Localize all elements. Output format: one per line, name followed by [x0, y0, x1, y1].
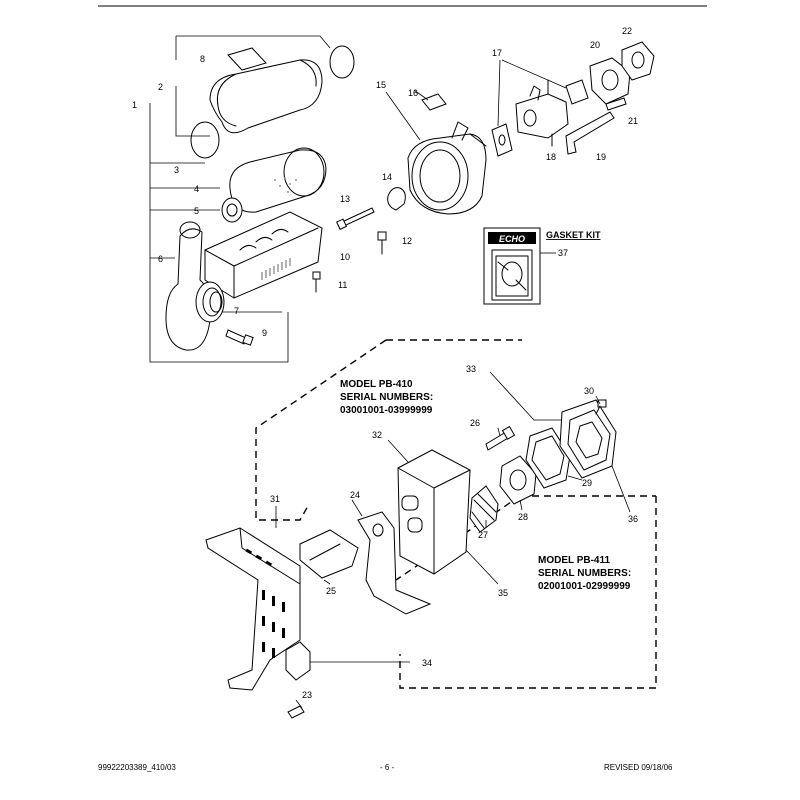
part-6-intake-elbow — [165, 221, 211, 351]
callout-31: 31 — [270, 494, 280, 504]
part-2-clamp-ring-top — [329, 45, 355, 79]
callout-21: 21 — [628, 116, 638, 126]
leaders-lower — [275, 371, 631, 585]
part-4-filter-element — [229, 147, 327, 213]
callout-18: 18 — [546, 152, 556, 162]
leader-15-16 — [385, 89, 429, 141]
callout-20: 20 — [590, 40, 600, 50]
part-11-screw — [312, 271, 321, 293]
callout-5: 5 — [194, 206, 199, 216]
part-31-heat-shield — [205, 527, 301, 691]
callout-26: 26 — [470, 418, 480, 428]
callout-17: 17 — [492, 48, 502, 58]
model-pb410-serial-label: SERIAL NUMBERS: — [340, 392, 433, 403]
callout-19: 19 — [596, 152, 606, 162]
callout-14: 14 — [382, 172, 392, 182]
gasket-kit-label: GASKET KIT — [546, 230, 601, 240]
callout-1: 1 — [132, 100, 137, 110]
part-36-plate — [559, 399, 617, 479]
callout-33: 33 — [466, 364, 476, 374]
part-26-bolt — [485, 425, 516, 451]
model-pb411-serial-range: 02001001-02999999 — [538, 581, 631, 592]
callout-16: 16 — [408, 88, 418, 98]
part-17-gasket-left — [491, 123, 513, 157]
part-12-screw — [377, 231, 387, 255]
model-pb411-title: MODEL PB-411 — [538, 555, 610, 566]
part-34-bracket — [285, 641, 311, 681]
part-15-shroud — [407, 121, 487, 215]
callout-29: 29 — [582, 478, 592, 488]
part-27-screen — [469, 485, 499, 533]
part-17-gasket-right — [565, 79, 589, 105]
callout-28: 28 — [518, 512, 528, 522]
part-19-pipe — [565, 111, 615, 155]
callout-30: 30 — [584, 386, 594, 396]
part-28-cap — [499, 455, 537, 505]
callout-7: 7 — [234, 306, 239, 316]
part-14-clamp — [387, 187, 406, 211]
callout-37: 37 — [558, 248, 568, 258]
callout-13: 13 — [340, 194, 350, 204]
bracket-lines-air-filter — [149, 35, 331, 363]
part-10-filter-case — [204, 211, 323, 299]
gasket-kit-box: ECHO — [483, 227, 541, 305]
callout-34: 34 — [422, 658, 432, 668]
callout-9: 9 — [262, 328, 267, 338]
callout-15: 15 — [376, 80, 386, 90]
part-2-filter-cover — [209, 59, 323, 134]
callout-25: 25 — [326, 586, 336, 596]
part-30-screw — [595, 399, 607, 415]
model-pb410-title: MODEL PB-410 — [340, 379, 413, 390]
callout-36: 36 — [628, 514, 638, 524]
callout-3: 3 — [174, 165, 179, 175]
part-9-screw — [225, 329, 254, 346]
callout-8: 8 — [200, 54, 205, 64]
callout-numbers: 1 2 3 4 5 6 7 8 9 10 11 12 13 14 15 16 1… — [132, 26, 638, 700]
footer-page-number: - 6 - — [380, 763, 395, 772]
callout-27: 27 — [478, 530, 488, 540]
callout-2: 2 — [158, 82, 163, 92]
model-pb411-serial-label: SERIAL NUMBERS: — [538, 568, 631, 579]
part-22-gasket — [621, 41, 655, 81]
part-18-carburetor — [515, 79, 569, 147]
callout-24: 24 — [350, 490, 360, 500]
part-24-bracket — [357, 511, 432, 615]
callout-12: 12 — [402, 236, 412, 246]
part-16-label — [421, 93, 447, 111]
part-3-clamp-ring — [190, 121, 220, 159]
part-21-screw — [605, 97, 627, 111]
part-5-adapter — [221, 197, 243, 223]
leader-17 — [497, 59, 567, 127]
callout-4: 4 — [194, 184, 199, 194]
part-32-muffler — [397, 449, 471, 575]
footer-revision-date: REVISED 09/18/06 — [604, 763, 673, 772]
callout-11: 11 — [338, 280, 347, 290]
callout-35: 35 — [498, 588, 508, 598]
callout-6: 6 — [158, 254, 163, 264]
part-20-insulator — [589, 57, 631, 105]
callout-22: 22 — [622, 26, 632, 36]
callout-23: 23 — [302, 690, 312, 700]
part-8-label-card — [227, 47, 267, 71]
model-pb410-serial-range: 03001001-03999999 — [340, 405, 433, 416]
footer-document-id: 99922203389_410/03 — [98, 763, 176, 772]
callout-10: 10 — [340, 252, 350, 262]
part-7-boot — [195, 281, 225, 323]
part-29-gasket — [525, 427, 571, 489]
part-23-screw — [287, 699, 305, 719]
model-pb410-outline — [255, 339, 522, 521]
part-25-cover — [299, 529, 359, 579]
part-13-bolt — [336, 207, 375, 230]
gasket-kit-brand: ECHO — [499, 234, 525, 244]
callout-32: 32 — [372, 430, 382, 440]
